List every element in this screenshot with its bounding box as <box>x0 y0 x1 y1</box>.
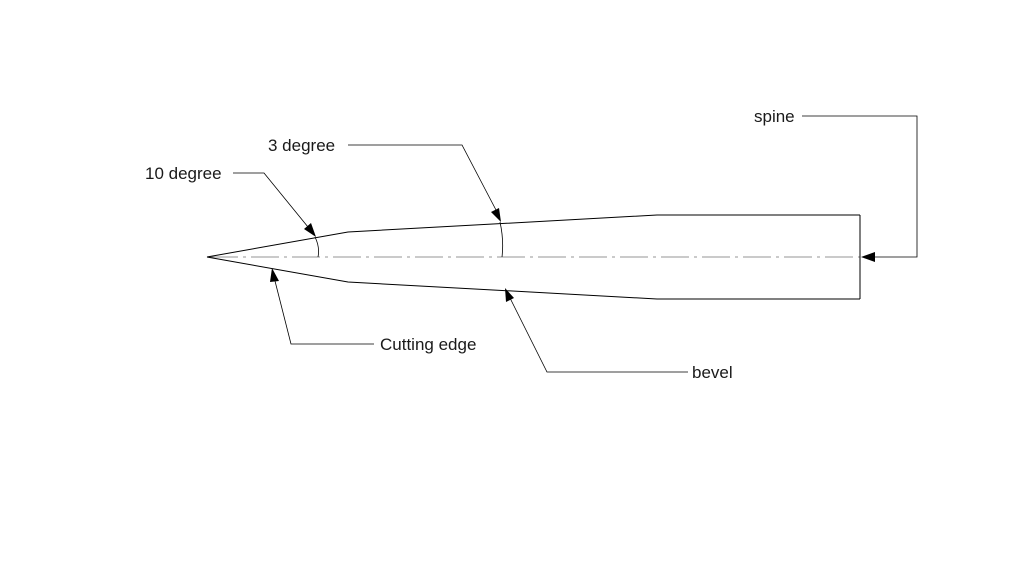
three-degree-label: 3 degree <box>268 136 335 155</box>
bevel-arrowhead <box>505 288 514 302</box>
blade-bottom-edge <box>206 256 860 300</box>
blade-outline <box>206 214 861 300</box>
bevel-leader <box>505 288 688 373</box>
cutting-edge-leader <box>270 268 374 345</box>
three-degree-arrowhead <box>491 208 501 222</box>
spine-label: spine <box>754 107 795 126</box>
three-degree-leader <box>348 144 501 222</box>
ten-degree-arc <box>314 236 319 258</box>
blade-top-edge <box>206 214 860 258</box>
three-degree-arc <box>499 221 504 258</box>
spine-leader <box>802 115 918 262</box>
ten-degree-label: 10 degree <box>145 164 222 183</box>
cutting-edge-label: Cutting edge <box>380 335 476 354</box>
spine-arrowhead <box>861 252 875 262</box>
ten-degree-leader <box>233 172 316 237</box>
bevel-label: bevel <box>692 363 733 382</box>
ten-degree-arrowhead <box>304 223 316 237</box>
cutting-edge-arrowhead <box>270 268 279 282</box>
